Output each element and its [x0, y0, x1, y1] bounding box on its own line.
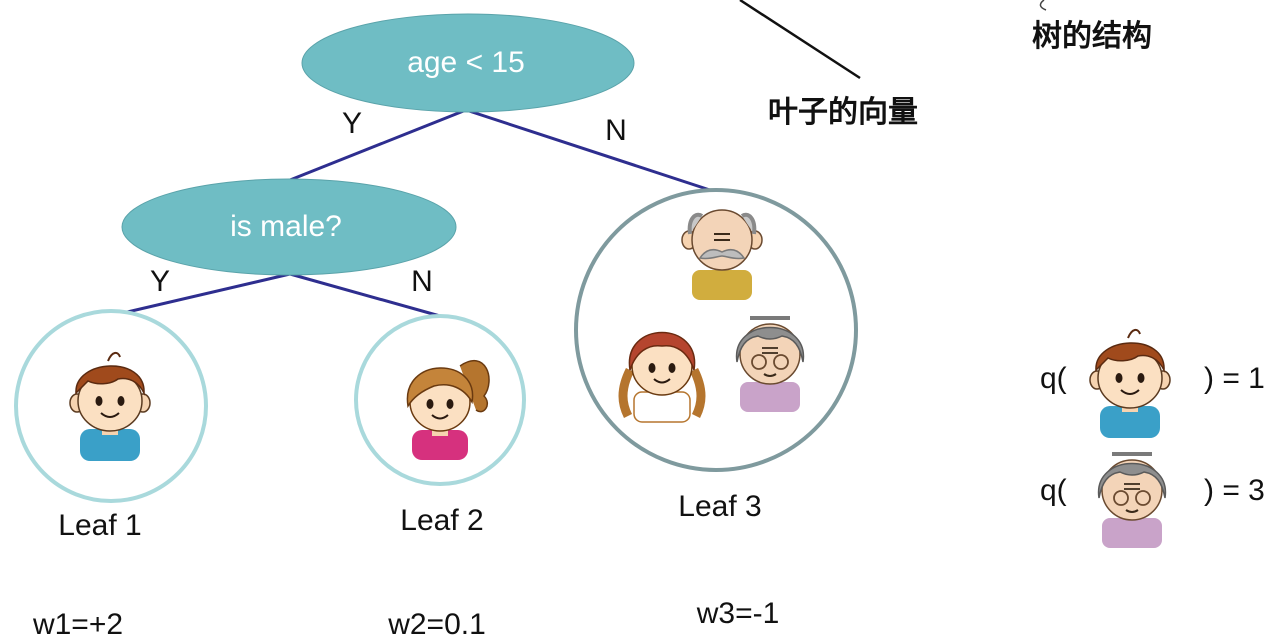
root-no-label: N	[605, 114, 627, 147]
leaf-2-weight: w2=0.1	[387, 608, 486, 638]
leaf-vector-pointer-line	[739, 0, 861, 80]
leaf-2-name: Leaf 2	[400, 504, 483, 537]
tree-structure-pointer-tick	[1039, 0, 1047, 11]
mapping-1-prefix: q(	[1040, 362, 1067, 395]
root-node-label: age < 15	[407, 46, 525, 79]
male-node	[121, 178, 457, 276]
edge-male-no	[289, 272, 441, 318]
mapping-2-result: ) = 3	[1204, 474, 1265, 507]
edge-male-yes	[109, 272, 291, 318]
male-yes-label: Y	[150, 265, 170, 298]
male-node-label: is male?	[230, 210, 342, 243]
leaf-vector-annotation: 叶子的向量	[768, 95, 918, 130]
leaf-1-name: Leaf 1	[58, 509, 141, 542]
leaf-1-weight: w1=+2	[32, 608, 123, 638]
root-yes-label: Y	[342, 107, 362, 140]
mapping-boy-icon	[1089, 328, 1171, 439]
leaf-3-name: Leaf 3	[678, 490, 761, 523]
tree-edges	[109, 108, 717, 318]
mapping-1-result: ) = 1	[1204, 362, 1265, 395]
edge-root-no	[465, 108, 717, 194]
young-woman-icon	[623, 333, 701, 423]
root-node	[301, 13, 635, 113]
mapping-grandma-icon	[1096, 452, 1168, 550]
leaf-3-weight: w3=-1	[696, 597, 780, 630]
mapping-2-prefix: q(	[1040, 474, 1067, 507]
male-no-label: N	[411, 265, 433, 298]
tree-structure-annotation: 树的结构	[1032, 19, 1152, 54]
edge-root-yes	[289, 108, 467, 182]
